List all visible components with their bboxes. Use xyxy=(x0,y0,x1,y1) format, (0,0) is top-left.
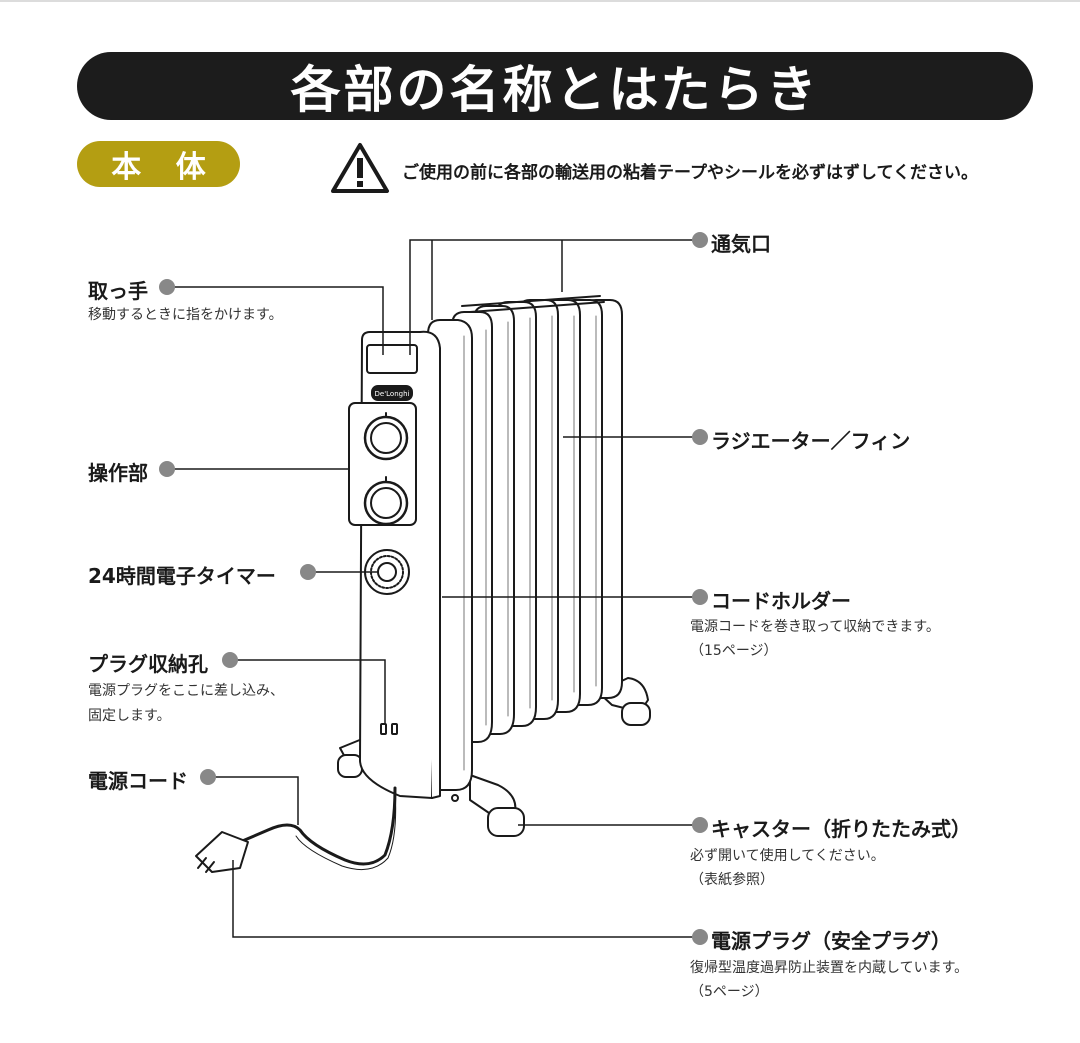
label-caster: キャスター（折りたたみ式） xyxy=(711,817,971,841)
power-cord xyxy=(238,786,397,866)
title-banner: 各部の名称とはたらき xyxy=(77,52,1033,120)
plug-hole-right xyxy=(391,723,398,735)
bullet-plug-hole xyxy=(222,652,238,668)
desc-caster-2: （表紙参照） xyxy=(690,872,774,888)
label-cord-holder: コードホルダー xyxy=(711,589,851,613)
label-timer: 24時間電子タイマー xyxy=(88,564,276,588)
label-vent: 通気口 xyxy=(711,232,771,256)
bullet-caster xyxy=(692,817,708,833)
desc-handle: 移動するときに指をかけます。 xyxy=(88,307,283,323)
desc-plug-1: 復帰型温度過昇防止装置を内蔵しています。 xyxy=(690,960,969,976)
desc-plug-hole-1: 電源プラグをここに差し込み、 xyxy=(88,683,284,699)
desc-cord-holder-1: 電源コードを巻き取って収納できます。 xyxy=(690,619,940,635)
bullet-timer xyxy=(300,564,316,580)
power-plug xyxy=(195,831,249,873)
label-cord: 電源コード xyxy=(88,769,188,793)
label-control: 操作部 xyxy=(88,461,148,485)
brand-logo-plate xyxy=(371,385,413,401)
desc-caster-1: 必ず開いて使用してください。 xyxy=(690,848,885,864)
desc-cord-holder-2: （15ページ） xyxy=(690,643,778,659)
bullet-cord-holder xyxy=(692,589,708,605)
top-divider xyxy=(0,0,1080,2)
label-plug: 電源プラグ（安全プラグ） xyxy=(711,929,951,953)
bullet-cord xyxy=(200,769,216,785)
section-badge: 本 体 xyxy=(77,141,240,187)
label-plug-hole: プラグ収納孔 xyxy=(88,652,208,676)
bullet-vent xyxy=(692,232,708,248)
caster-left-wheel xyxy=(337,754,363,778)
desc-plug-2: （5ページ） xyxy=(690,984,769,1000)
caster-front-wheel xyxy=(487,807,525,837)
plug-hole-left xyxy=(380,723,387,735)
section-label: 本 体 xyxy=(111,150,218,185)
desc-plug-hole-2: 固定します。 xyxy=(88,708,171,724)
label-handle: 取っ手 xyxy=(88,279,148,303)
caster-back-wheel xyxy=(621,702,651,726)
bullet-control xyxy=(159,461,175,477)
page-title: 各部の名称とはたらき xyxy=(290,61,820,119)
brand-logo: De'Longhi xyxy=(375,390,410,398)
handle-slot xyxy=(366,344,418,374)
warning-icon xyxy=(331,143,389,193)
warning-text: ご使用の前に各部の輸送用の粘着テープやシールを必ずはずしてください。 xyxy=(402,163,978,183)
bullet-handle xyxy=(159,279,175,295)
label-radiator: ラジエーター／フィン xyxy=(711,429,911,453)
bullet-radiator xyxy=(692,429,708,445)
bullet-plug xyxy=(692,929,708,945)
